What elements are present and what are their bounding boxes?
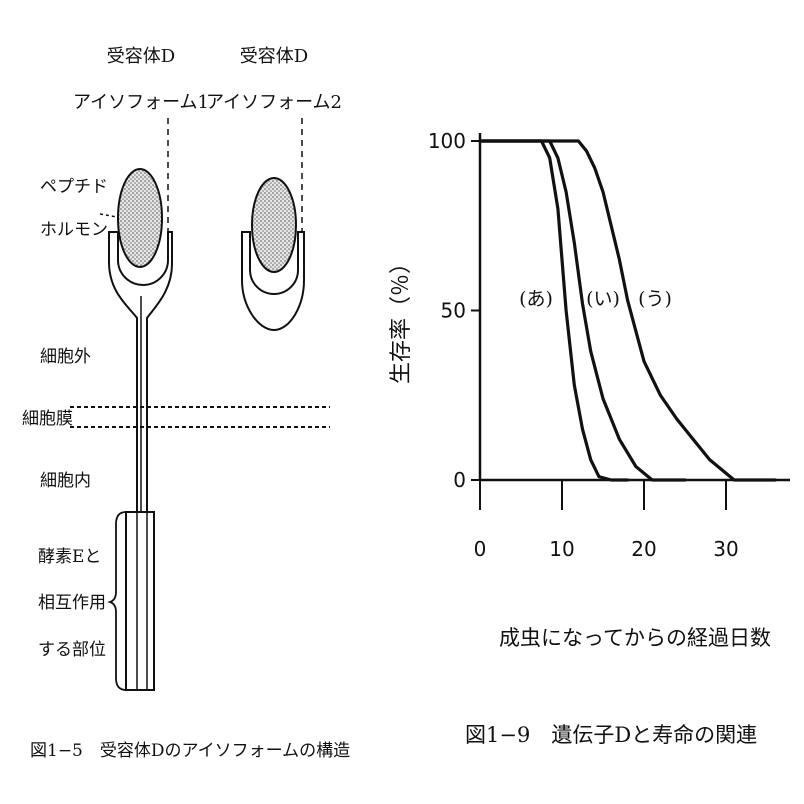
isoform1-label-line2: アイソフォーム1 (73, 92, 209, 113)
series-labels: (あ) (い) (う) (519, 288, 672, 310)
peptide-hormone-2 (251, 177, 297, 273)
isoform2-label-line1: 受容体D (240, 46, 308, 67)
series-label-1: (あ) (519, 288, 553, 310)
series-line-2 (478, 139, 687, 482)
y-tick-label: 100 (428, 129, 466, 153)
x-tick-label: 20 (631, 537, 656, 561)
y-tick-label: 0 (453, 468, 466, 492)
membrane-label: 細胞膜 (22, 409, 73, 429)
x-tick-label: 0 (474, 537, 487, 561)
series-line-3 (478, 139, 777, 482)
left-figure-caption: 図1−5 受容体Dのアイソフォームの構造 (30, 741, 350, 761)
enzyme-region-brace (107, 511, 127, 691)
enzyme-label-line3: する部位 (38, 640, 106, 660)
right-figure-caption: 図1−9 遺伝子Dと寿命の関連 (465, 723, 757, 747)
receptor-isoform-2 (241, 177, 305, 332)
isoform1-label-line1: 受容体D (107, 46, 175, 67)
peptide-hormone-1 (117, 168, 163, 268)
x-tick-label: 30 (713, 537, 738, 561)
extracellular-label: 細胞外 (40, 347, 91, 367)
enzyme-label-line2: 相互作用 (38, 593, 106, 613)
series-line-1 (478, 139, 630, 482)
receptor-structure-diagram: 受容体D アイソフォーム1 受容体D アイソフォーム2 ペプチド ホルモン 細胞… (22, 46, 350, 761)
y-tick-label: 50 (441, 299, 466, 323)
series-label-2: (い) (586, 288, 620, 310)
enzyme-label-line1: 酵素Eと (38, 547, 101, 567)
y-axis-label: 生存率（％） (389, 252, 414, 384)
receptor-isoform-1 (108, 168, 173, 691)
hormone-label-line1: ペプチド (40, 177, 108, 197)
enzyme-binding-domain (125, 511, 155, 691)
x-tick-label: 10 (549, 537, 574, 561)
survival-chart: 0 50 100 0 10 20 30 (あ) (い) (う) 生存率（％） 成虫になってから… (389, 129, 790, 747)
isoform2-label-line2: アイソフォーム2 (206, 92, 342, 113)
y-ticks: 0 50 100 (428, 129, 480, 492)
receptor-2-outline (241, 231, 305, 332)
hormone-label-line2: ホルモン (40, 220, 108, 240)
intracellular-label: 細胞内 (40, 471, 91, 491)
series-lines (478, 139, 777, 482)
x-axis-label: 成虫になってからの経過日数 (499, 626, 771, 650)
x-ticks: 0 10 20 30 (474, 480, 739, 561)
series-label-3: (う) (638, 288, 672, 310)
